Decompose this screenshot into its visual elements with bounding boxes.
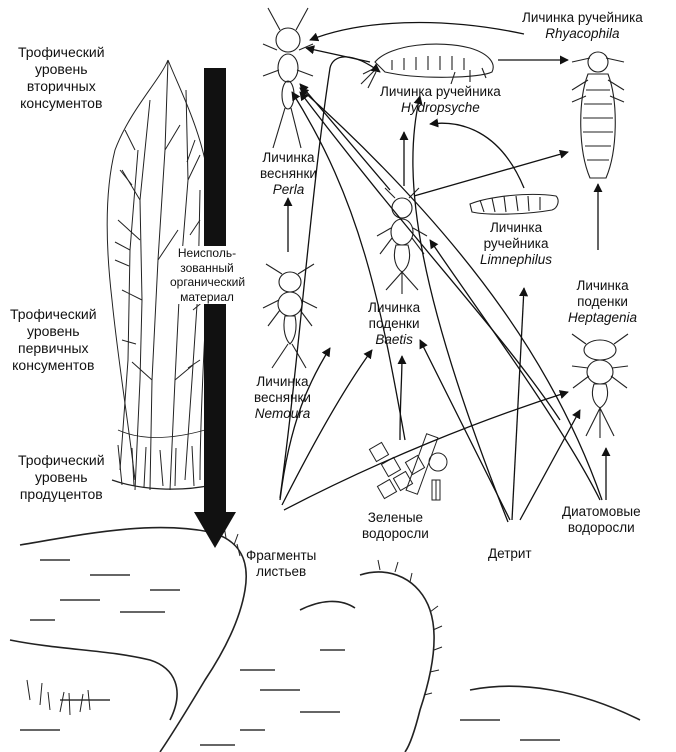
stream-water-lines (20, 559, 560, 746)
feeding-arrows (279, 21, 611, 523)
insect-rhyacophila (571, 51, 625, 179)
insect-heptagenia (571, 333, 629, 438)
green-algae-illustration (368, 433, 448, 501)
stream-banks (9, 526, 641, 752)
bank-vegetation (26, 519, 443, 716)
insect-perla (262, 7, 314, 149)
insect-nemoura (262, 263, 318, 369)
insect-limnephilus (469, 193, 559, 215)
tree-illustration (106, 59, 213, 491)
insect-hydropsyche (360, 43, 494, 89)
label-detritus: Детрит (488, 546, 532, 561)
